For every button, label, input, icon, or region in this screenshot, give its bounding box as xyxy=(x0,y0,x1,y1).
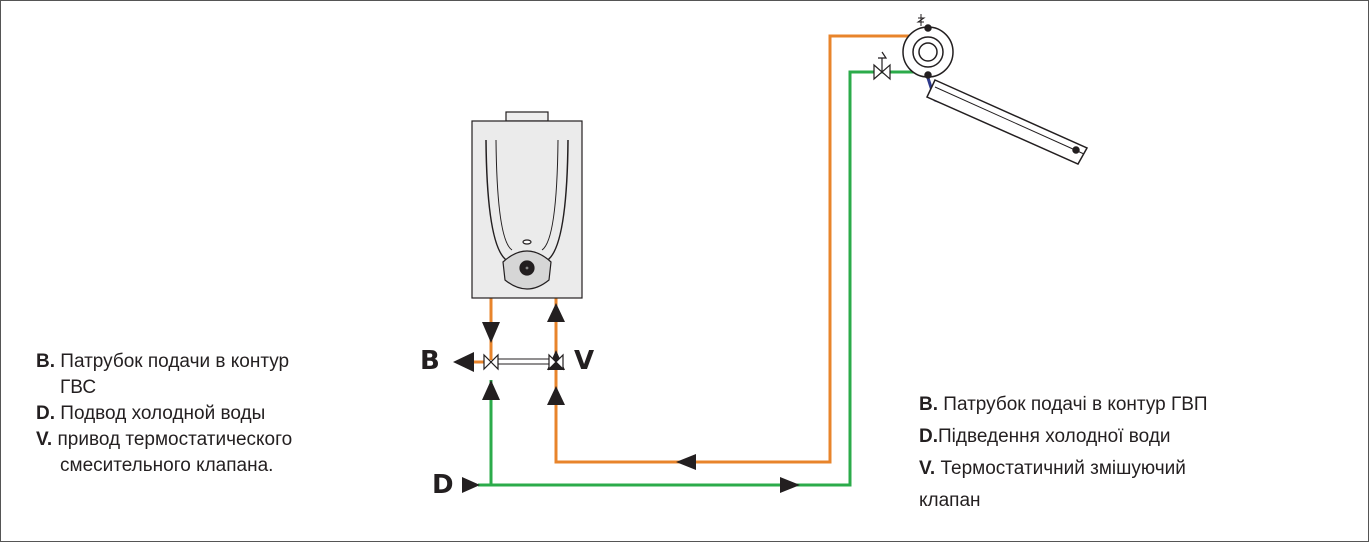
port-label-v: V xyxy=(574,346,595,376)
legend-ru-b-key: B. xyxy=(36,351,55,372)
legend-ru-v-key: V. xyxy=(36,429,53,450)
legend-ua-d-text: Підведення холодної води xyxy=(938,426,1171,447)
legend-ukrainian: B. Патрубок подачі в контур ГВП D.Підвед… xyxy=(919,389,1319,517)
port-label-b: B xyxy=(420,346,440,376)
flow-arrow-icon xyxy=(453,303,800,493)
legend-ua-b: B. Патрубок подачі в контур ГВП xyxy=(919,389,1319,421)
solar-collector-icon xyxy=(925,79,1089,165)
legend-russian: B. Патрубок подачи в контур ГВС D. Подво… xyxy=(36,349,396,479)
legend-ua-v-line1: Термостатичний змішуючий xyxy=(940,458,1186,479)
legend-ua-v: V. Термостатичний змішуючий xyxy=(919,453,1319,485)
legend-ru-b-line1: Патрубок подачи в контур xyxy=(60,351,290,372)
legend-ru-v: V. привод термостатического смесительног… xyxy=(36,427,396,479)
water-heater-icon xyxy=(471,111,583,299)
valve-connector xyxy=(496,358,552,365)
legend-ua-b-text: Патрубок подачі в контур ГВП xyxy=(943,394,1208,415)
three-way-valve-icon xyxy=(483,353,564,371)
legend-ua-v-line2: клапан xyxy=(919,490,981,511)
legend-ru-d-text: Подвод холодной воды xyxy=(60,403,266,424)
check-valve-icon xyxy=(873,51,891,81)
legend-ua-d-key: D. xyxy=(919,426,938,447)
legend-ru-d: D. Подвод холодной воды xyxy=(36,401,396,427)
legend-ua-v-key: V. xyxy=(919,458,936,479)
legend-ru-v-line2: смесительного клапана. xyxy=(60,455,274,476)
storage-tank-icon xyxy=(902,14,954,79)
legend-ru-b: B. Патрубок подачи в контур ГВС xyxy=(36,349,396,401)
legend-ru-d-key: D. xyxy=(36,403,55,424)
legend-ua-b-key: B. xyxy=(919,394,938,415)
legend-ru-b-line2: ГВС xyxy=(60,377,97,398)
legend-ua-v-cont: клапан xyxy=(919,485,1319,517)
port-label-d: D xyxy=(432,470,454,500)
legend-ru-v-line1: привод термостатического xyxy=(57,429,293,450)
legend-ua-d: D.Підведення холодної води xyxy=(919,421,1319,453)
